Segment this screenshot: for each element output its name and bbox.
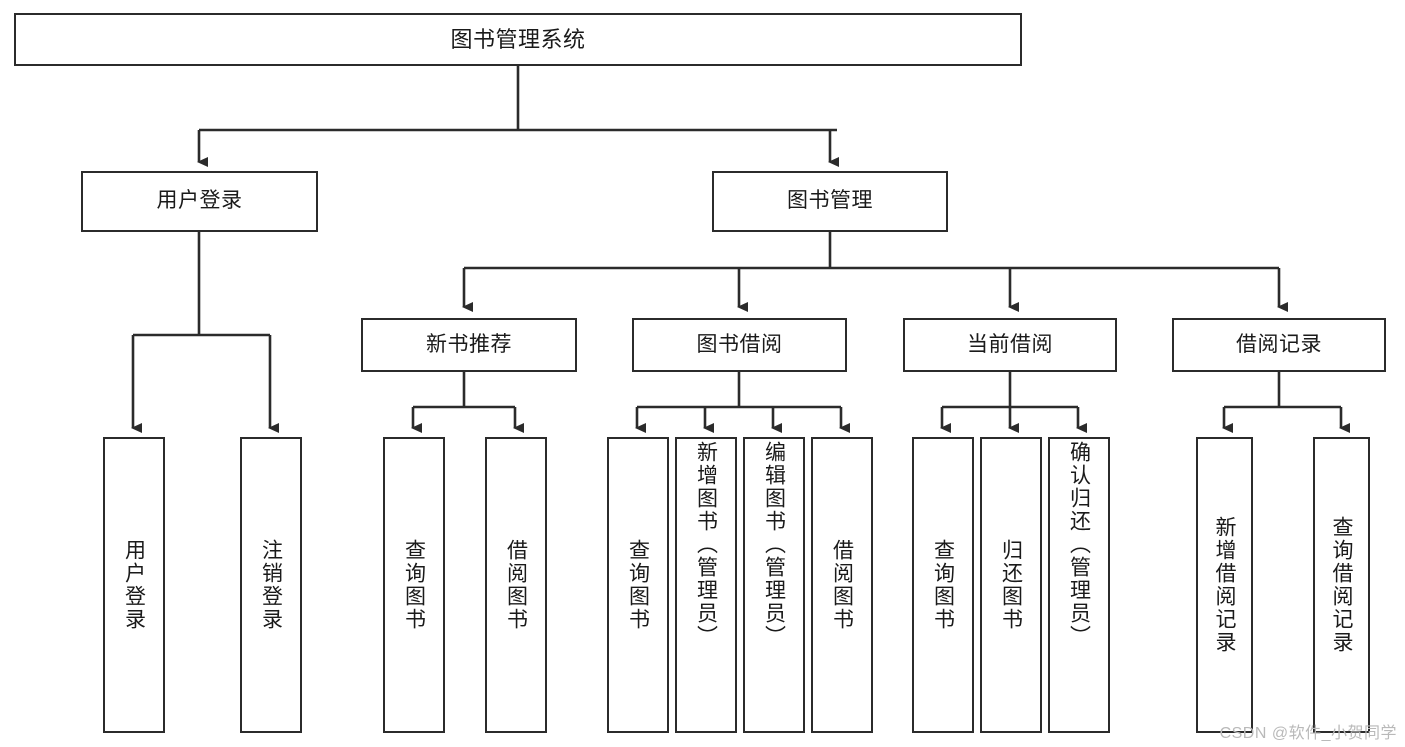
node-leaf-return-book-label: 归还图书 bbox=[999, 539, 1023, 631]
node-book-manage[interactable]: 图书管理 bbox=[712, 171, 948, 232]
node-leaf-query-book-2-label: 查询图书 bbox=[626, 539, 650, 631]
node-borrow-record-label: 借阅记录 bbox=[1236, 332, 1322, 356]
node-root-label: 图书管理系统 bbox=[450, 26, 586, 52]
node-leaf-edit-book-label: 编辑图书（管理员） bbox=[762, 441, 786, 648]
node-leaf-query-book-1-label: 查询图书 bbox=[402, 539, 426, 631]
node-leaf-confirm-return-label: 确认归还（管理员） bbox=[1067, 441, 1091, 648]
node-leaf-query-record[interactable]: 查询借阅记录 bbox=[1313, 437, 1370, 733]
node-current-borrow-label: 当前借阅 bbox=[967, 332, 1053, 356]
node-root[interactable]: 图书管理系统 bbox=[14, 13, 1022, 66]
node-leaf-query-book-3-label: 查询图书 bbox=[931, 539, 955, 631]
node-leaf-borrow-book-2-label: 借阅图书 bbox=[830, 539, 854, 631]
node-leaf-add-record[interactable]: 新增借阅记录 bbox=[1196, 437, 1253, 733]
watermark: CSDN @软件_小贺同学 bbox=[1219, 725, 1397, 742]
node-leaf-borrow-book-1[interactable]: 借阅图书 bbox=[485, 437, 547, 733]
node-leaf-query-record-label: 查询借阅记录 bbox=[1330, 516, 1353, 654]
node-current-borrow[interactable]: 当前借阅 bbox=[903, 318, 1117, 372]
node-leaf-add-book-label: 新增图书（管理员） bbox=[694, 441, 718, 648]
node-user-login[interactable]: 用户登录 bbox=[81, 171, 318, 232]
node-leaf-confirm-return[interactable]: 确认归还（管理员） bbox=[1048, 437, 1110, 733]
node-leaf-user-logout[interactable]: 注销登录 bbox=[240, 437, 302, 733]
node-book-borrow[interactable]: 图书借阅 bbox=[632, 318, 847, 372]
node-new-book-recommend[interactable]: 新书推荐 bbox=[361, 318, 577, 372]
node-book-manage-label: 图书管理 bbox=[787, 189, 873, 213]
node-leaf-return-book[interactable]: 归还图书 bbox=[980, 437, 1042, 733]
node-book-borrow-label: 图书借阅 bbox=[696, 332, 783, 356]
node-user-login-label: 用户登录 bbox=[156, 189, 243, 213]
node-leaf-add-book[interactable]: 新增图书（管理员） bbox=[675, 437, 737, 733]
node-leaf-query-book-1[interactable]: 查询图书 bbox=[383, 437, 445, 733]
node-new-book-recommend-label: 新书推荐 bbox=[426, 332, 512, 356]
node-leaf-user-logout-label: 注销登录 bbox=[259, 539, 283, 631]
node-leaf-user-login-label: 用户登录 bbox=[122, 539, 146, 631]
node-leaf-query-book-2[interactable]: 查询图书 bbox=[607, 437, 669, 733]
node-leaf-add-record-label: 新增借阅记录 bbox=[1213, 516, 1236, 654]
node-leaf-user-login[interactable]: 用户登录 bbox=[103, 437, 165, 733]
node-leaf-borrow-book-2[interactable]: 借阅图书 bbox=[811, 437, 873, 733]
node-borrow-record[interactable]: 借阅记录 bbox=[1172, 318, 1386, 372]
node-leaf-query-book-3[interactable]: 查询图书 bbox=[912, 437, 974, 733]
node-leaf-borrow-book-1-label: 借阅图书 bbox=[504, 539, 528, 631]
node-leaf-edit-book[interactable]: 编辑图书（管理员） bbox=[743, 437, 805, 733]
